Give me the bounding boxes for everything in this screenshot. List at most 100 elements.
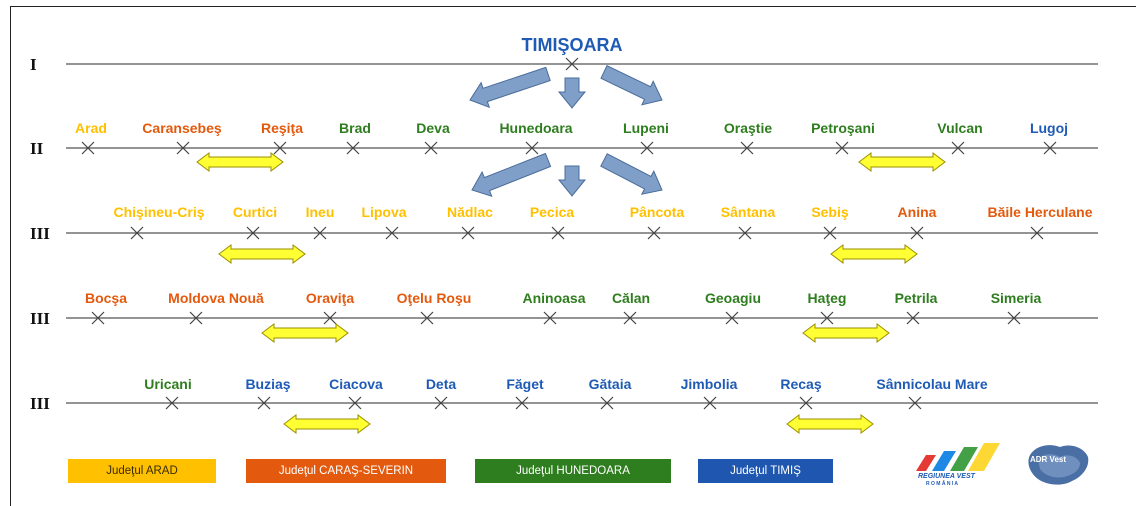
double-arrow-8 <box>786 414 874 434</box>
level-label-5: III <box>30 394 50 413</box>
city-marker-5-4 <box>434 396 448 410</box>
city-label: Haţeg <box>808 290 847 306</box>
city-label: Uricani <box>144 376 191 392</box>
city-label: Sânnicolau Mare <box>876 376 987 392</box>
legend-arad-label: Judeţul ARAD <box>106 465 178 477</box>
city-label: Sântana <box>721 204 776 220</box>
city-label: Aninoasa <box>522 290 585 306</box>
city-marker-3-5 <box>461 226 475 240</box>
adr-vest-map-shape <box>1028 445 1089 485</box>
city-label: Vulcan <box>937 120 982 136</box>
city-label: Petrila <box>895 290 938 306</box>
arrow-level1-right <box>600 65 663 106</box>
city-marker-3-7 <box>647 226 661 240</box>
city-label: Deva <box>416 120 450 136</box>
city-marker-2-5 <box>424 141 438 155</box>
city-marker-4-9 <box>906 311 920 325</box>
city-marker-4-3 <box>323 311 337 325</box>
legend-hunedoara: Judeţul HUNEDOARA <box>475 459 671 483</box>
diagram-frame <box>10 6 1136 506</box>
city-marker-3-3 <box>313 226 327 240</box>
city-label: Petroşani <box>811 120 875 136</box>
city-label: Brad <box>339 120 371 136</box>
city-label: Deta <box>426 376 457 392</box>
city-label: Ciacova <box>329 376 383 392</box>
double-arrow-7 <box>283 414 371 434</box>
city-label: Pâncota <box>630 204 685 220</box>
city-marker-5-6 <box>600 396 614 410</box>
city-label: Ineu <box>306 204 335 220</box>
city-label: Lipova <box>361 204 406 220</box>
city-label: Reşiţa <box>261 120 303 136</box>
double-arrow-4 <box>830 244 918 264</box>
city-marker-3-4 <box>385 226 399 240</box>
city-marker-4-1 <box>91 311 105 325</box>
level-label-1: I <box>30 55 37 74</box>
city-label: Anina <box>898 204 937 220</box>
city-marker-4-5 <box>543 311 557 325</box>
city-marker-4-7 <box>725 311 739 325</box>
city-marker-4-10 <box>1007 311 1021 325</box>
adr-vest-logo: ADR Vest <box>1024 441 1094 489</box>
city-marker-4-4 <box>420 311 434 325</box>
double-arrow-3 <box>218 244 306 264</box>
legend-caras-severin-label: Judeţul CARAŞ-SEVERIN <box>278 465 414 477</box>
city-label: Oraviţa <box>306 290 354 306</box>
arrow-level2-down <box>557 165 587 197</box>
double-arrow-6 <box>802 323 890 343</box>
city-marker-5-1 <box>165 396 179 410</box>
city-label: Bocşa <box>85 290 127 306</box>
city-marker-2-10 <box>951 141 965 155</box>
arrow-level1-left <box>469 66 551 109</box>
city-label: Jimbolia <box>681 376 738 392</box>
city-marker-4-6 <box>623 311 637 325</box>
legend-arad: Judeţul ARAD <box>68 459 216 483</box>
regiunea-vest-subtext: R O M Â N I A <box>926 481 959 487</box>
city-label: Lugoj <box>1030 120 1068 136</box>
city-marker-3-1 <box>130 226 144 240</box>
level-label-4: III <box>30 309 50 328</box>
city-marker-3-6 <box>551 226 565 240</box>
city-label: Pecica <box>530 204 575 220</box>
double-arrow-5 <box>261 323 349 343</box>
city-marker-3-11 <box>1030 226 1044 240</box>
arrow-level2-right <box>600 153 663 195</box>
city-label: Gătaia <box>589 376 632 392</box>
double-arrow-2 <box>858 152 946 172</box>
city-marker-4-8 <box>820 311 834 325</box>
level-label-2: II <box>30 139 44 158</box>
city-label: Oţelu Roşu <box>397 290 472 306</box>
city-marker-3-10 <box>910 226 924 240</box>
city-marker-1-1 <box>565 57 579 71</box>
city-marker-5-2 <box>257 396 271 410</box>
city-label: Făget <box>506 376 544 392</box>
city-label: Lupeni <box>623 120 669 136</box>
city-marker-2-7 <box>640 141 654 155</box>
city-label: Buziaş <box>245 376 290 392</box>
city-marker-5-7 <box>703 396 717 410</box>
city-marker-2-2 <box>176 141 190 155</box>
city-marker-2-1 <box>81 141 95 155</box>
city-marker-2-3 <box>273 141 287 155</box>
city-marker-5-5 <box>515 396 529 410</box>
city-marker-5-8 <box>799 396 813 410</box>
double-arrow-1 <box>196 152 284 172</box>
city-marker-2-9 <box>835 141 849 155</box>
arrow-level1-down <box>557 77 587 109</box>
city-label: Chişineu-Criş <box>113 204 204 220</box>
regiunea-vest-logo-mark <box>916 443 1000 471</box>
adr-vest-text: ADR Vest <box>1030 455 1067 464</box>
city-label: Geoagiu <box>705 290 761 306</box>
city-label: Recaş <box>780 376 821 392</box>
city-label: Simeria <box>991 290 1042 306</box>
arrow-level2-left <box>471 152 552 197</box>
city-marker-3-8 <box>738 226 752 240</box>
regiunea-vest-logo: REGIUNEA VEST R O M Â N I A <box>912 441 1004 489</box>
city-marker-2-4 <box>346 141 360 155</box>
city-marker-5-9 <box>908 396 922 410</box>
city-label: Moldova Nouă <box>168 290 264 306</box>
city-marker-3-2 <box>246 226 260 240</box>
city-label: Oraştie <box>724 120 772 136</box>
title-timisoara: TIMIŞOARA <box>522 35 623 55</box>
legend-timis: Judeţul TIMIŞ <box>698 459 833 483</box>
